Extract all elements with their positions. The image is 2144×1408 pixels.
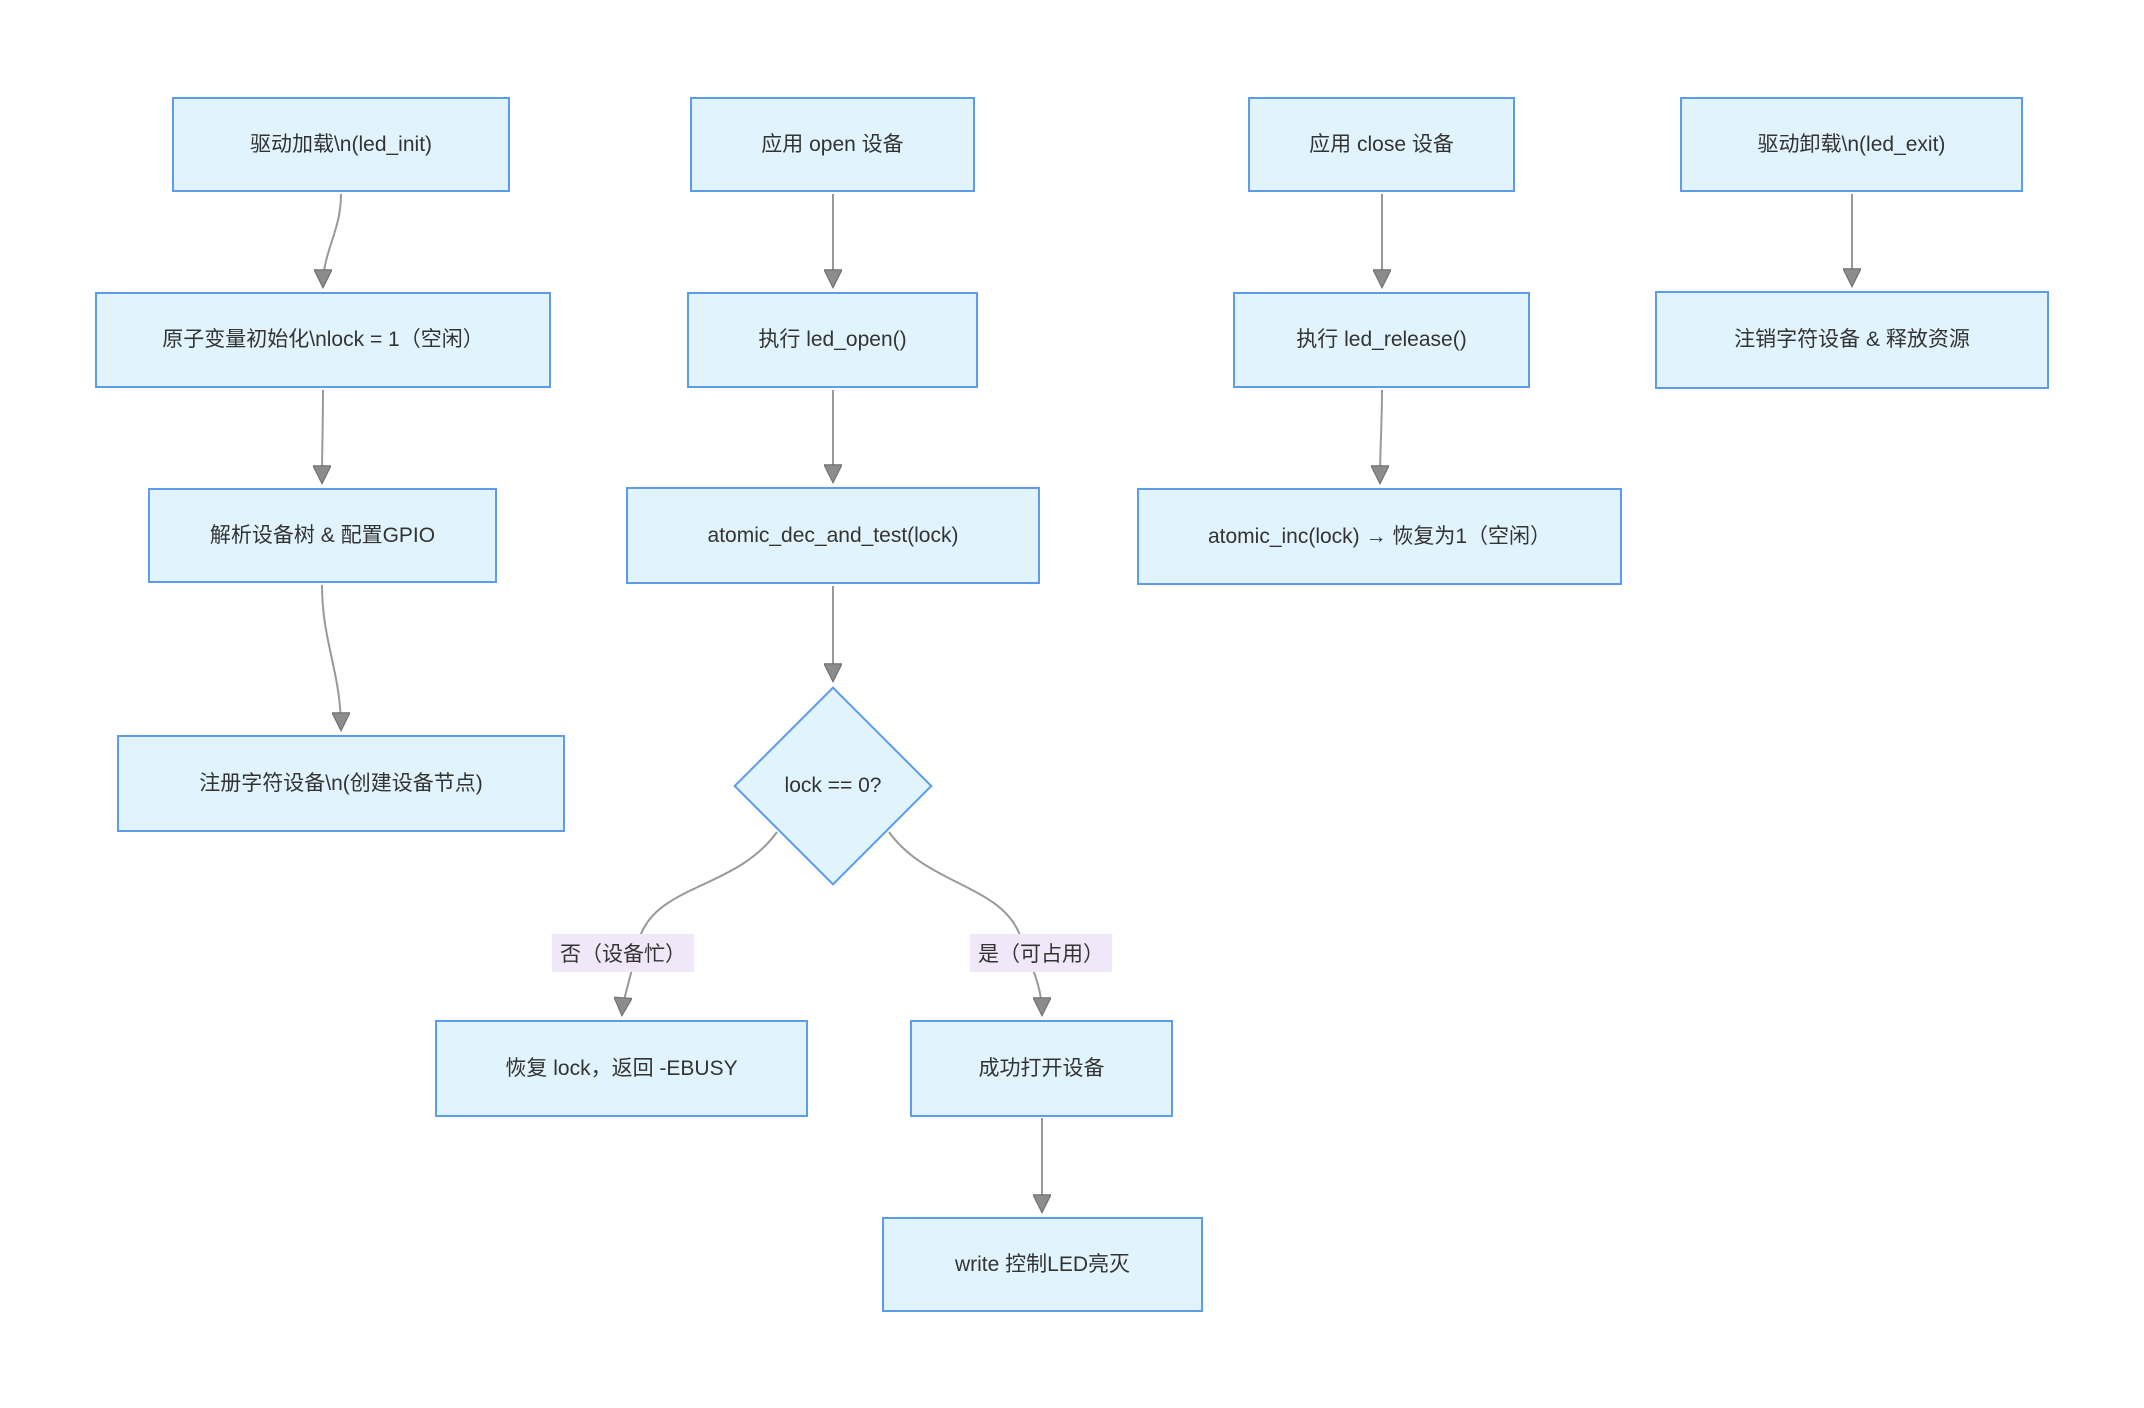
node-led-release-label: 执行 led_release() — [1296, 328, 1467, 352]
node-register-chardev: 注册字符设备\n(创建设备节点) — [117, 735, 565, 832]
node-parse-devicetree-label: 解析设备树 & 配置GPIO — [209, 523, 436, 547]
node-unregister-chardev-label: 注销字符设备 & 释放资源 — [1734, 328, 1970, 352]
node-register-chardev-label: 注册字符设备\n(创建设备节点) — [199, 771, 483, 795]
node-restore-lock-ebusy: 恢复 lock，返回 -EBUSY — [435, 1020, 808, 1117]
edge-label-yes-available: 是（可占用） — [970, 934, 1112, 972]
node-atomic-inc: atomic_inc(lock) → 恢复为1（空闲） — [1137, 488, 1622, 585]
node-driver-load-label: 驱动加载\n(led_init) — [249, 132, 433, 156]
node-app-close-label: 应用 close 设备 — [1309, 132, 1454, 156]
node-open-success: 成功打开设备 — [910, 1020, 1173, 1117]
node-open-success-label: 成功打开设备 — [978, 1056, 1105, 1080]
node-write-led-label: write 控制LED亮灭 — [954, 1252, 1131, 1276]
node-unregister-chardev: 注销字符设备 & 释放资源 — [1655, 291, 2049, 389]
node-driver-unload: 驱动卸载\n(led_exit) — [1680, 97, 2023, 192]
node-driver-unload-label: 驱动卸载\n(led_exit) — [1757, 132, 1946, 156]
node-write-led: write 控制LED亮灭 — [882, 1217, 1203, 1312]
edge-label-no-busy: 否（设备忙） — [552, 934, 694, 972]
node-app-open: 应用 open 设备 — [690, 97, 975, 192]
node-led-release: 执行 led_release() — [1233, 292, 1530, 388]
node-restore-lock-ebusy-label: 恢复 lock，返回 -EBUSY — [505, 1056, 738, 1080]
edge-a3-a4 — [321, 584, 341, 729]
edge-c2-c3 — [1380, 389, 1382, 482]
node-atomic-init: 原子变量初始化\nlock = 1（空闲） — [95, 292, 551, 388]
node-decision-lock-label: lock == 0? — [784, 774, 882, 797]
node-driver-load: 驱动加载\n(led_init) — [172, 97, 510, 192]
edge-a1-a2 — [323, 193, 342, 286]
node-app-open-label: 应用 open 设备 — [761, 132, 904, 156]
node-atomic-dec-and-test: atomic_dec_and_test(lock) — [626, 487, 1040, 584]
node-led-open: 执行 led_open() — [687, 292, 978, 388]
edge-a2-a3 — [322, 389, 323, 482]
node-atomic-init-label: 原子变量初始化\nlock = 1（空闲） — [162, 328, 484, 352]
node-decision-lock: lock == 0? — [732, 686, 934, 886]
node-atomic-inc-label: atomic_inc(lock) → 恢复为1（空闲） — [1207, 524, 1552, 548]
node-app-close: 应用 close 设备 — [1248, 97, 1515, 192]
node-parse-devicetree: 解析设备树 & 配置GPIO — [148, 488, 497, 583]
edge-decision-b5 — [888, 831, 1042, 1014]
node-atomic-dec-and-test-label: atomic_dec_and_test(lock) — [707, 523, 959, 547]
edge-decision-b4 — [622, 831, 778, 1014]
node-led-open-label: 执行 led_open() — [758, 328, 907, 352]
